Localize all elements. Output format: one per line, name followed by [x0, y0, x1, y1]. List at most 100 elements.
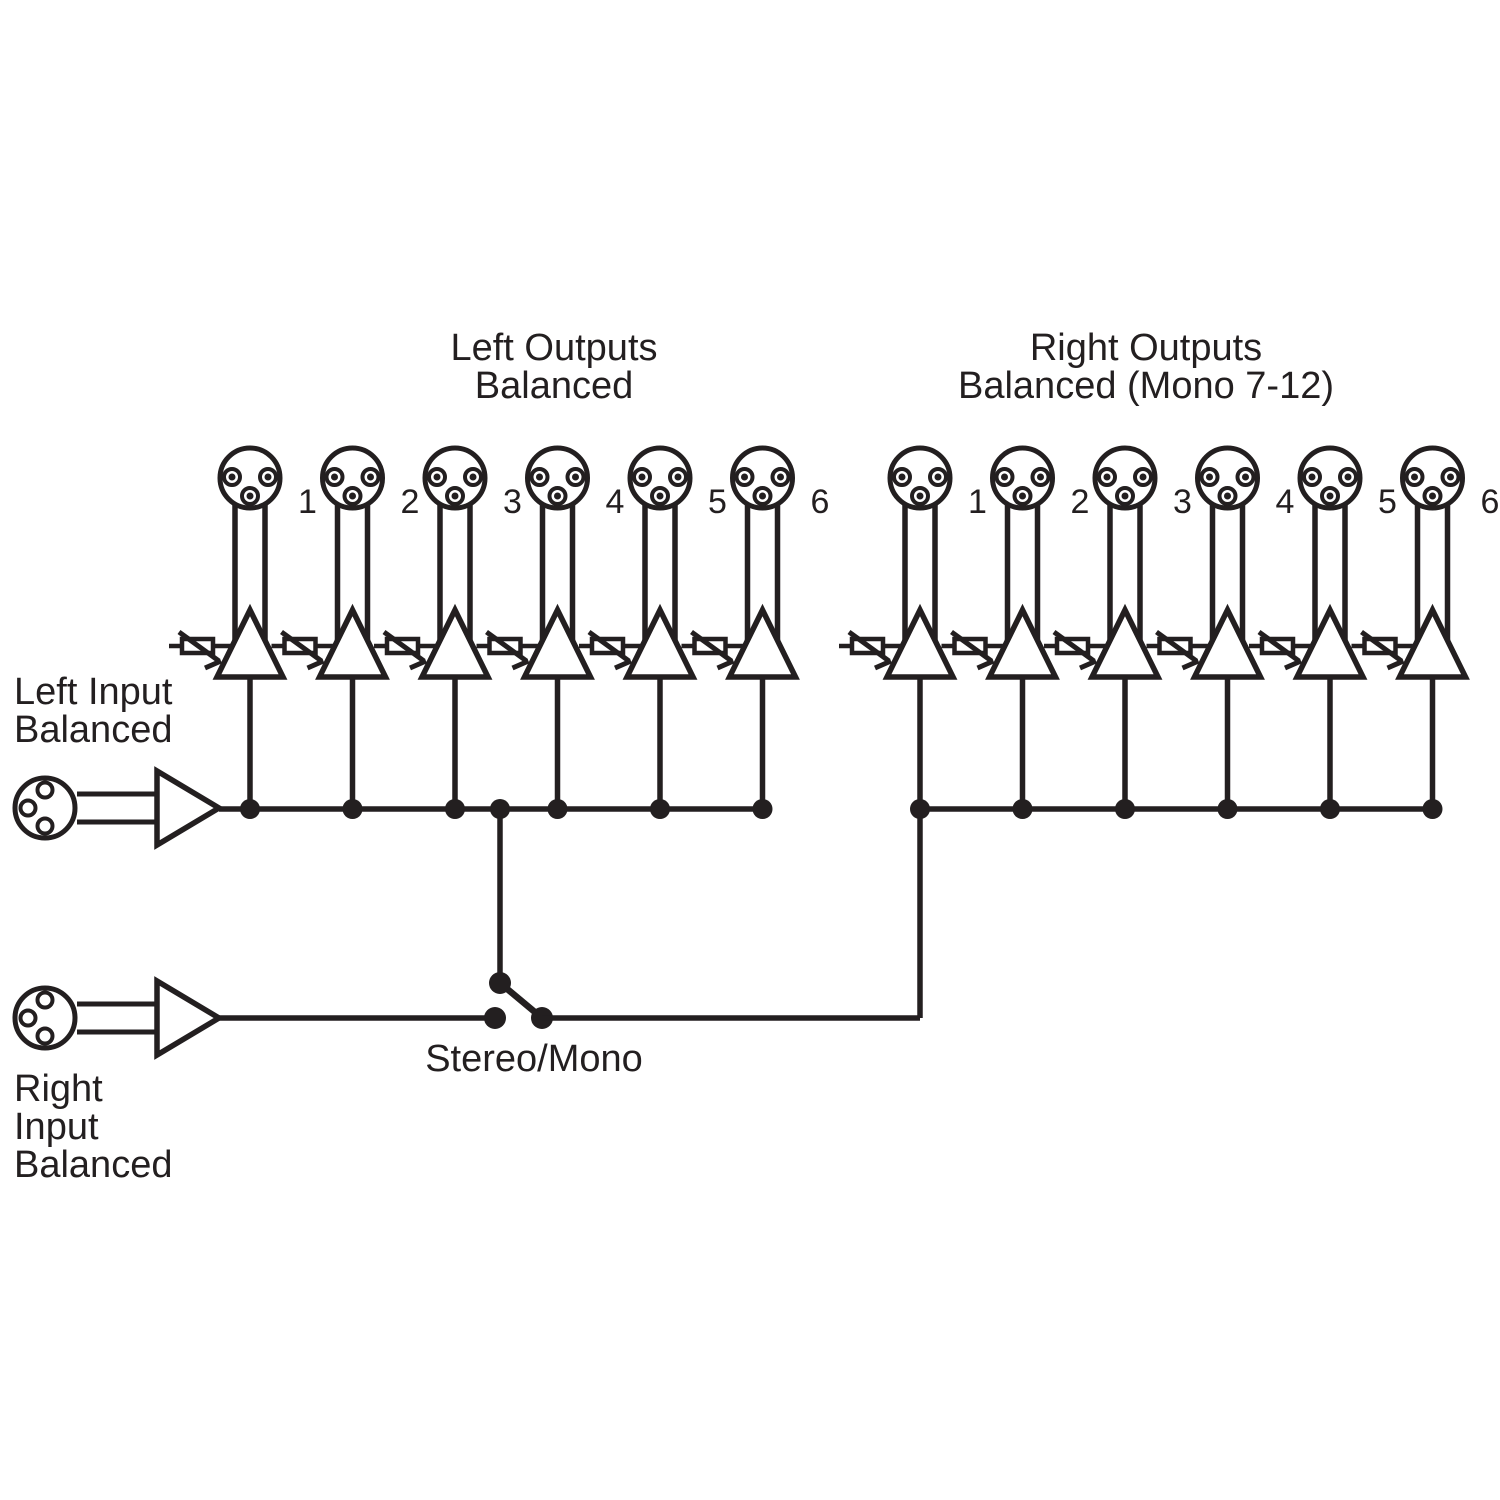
trimpot-foot: [306, 658, 325, 671]
xlr-shell: [1297, 445, 1363, 511]
wires-layer: [12, 766, 1433, 1060]
xlr-pin-tip: [1447, 473, 1454, 481]
trimpot-foot: [873, 658, 893, 671]
trimpot-foot: [1078, 658, 1098, 671]
xlr-pin-tip: [572, 473, 579, 481]
xlr-hole-icon: [35, 990, 55, 1010]
amplifier-triangle-icon: [725, 603, 800, 680]
xlr-pin-tip: [1206, 473, 1213, 481]
xlr-pin-tip: [367, 473, 374, 481]
xlr-pin-tip: [1242, 473, 1249, 481]
trim-pot-icon: [941, 629, 1004, 671]
bus-junction-dot: [910, 799, 930, 819]
amplifier-triangle-icon: [985, 603, 1060, 680]
xlr-pin-tip: [674, 473, 682, 481]
xlr-pin-tip: [1037, 473, 1044, 481]
left-output-channel-1: 1: [169, 445, 317, 819]
amplifier-triangle-icon: [882, 603, 958, 680]
xlr-male-connector-icon: [525, 445, 590, 511]
xlr-male-connector-icon: [730, 445, 795, 511]
xlr-shell: [422, 445, 488, 511]
trimpot-foot: [511, 658, 530, 671]
left-output-channel-3: 3: [374, 445, 522, 819]
amplifier-triangle-icon: [315, 603, 390, 680]
xlr-pin-tip: [264, 473, 272, 481]
left-output-number: 1: [298, 483, 317, 521]
xlr-pin-tip: [1224, 492, 1231, 500]
xlr-hole-icon: [35, 1026, 55, 1046]
right-output-channel-3: 3: [1044, 445, 1192, 819]
right-input-label-line2: Input: [14, 1106, 99, 1148]
xlr-female-connector-icon: [12, 775, 78, 841]
trimpot-foot: [613, 658, 633, 671]
bus-junction-dot: [547, 799, 568, 819]
trimpot-foot: [976, 658, 995, 671]
trimpot-diagonal: [950, 629, 993, 664]
xlr-pin-tip: [1411, 473, 1418, 481]
xlr-male-connector-icon: [627, 445, 693, 511]
bus-junction-dot: [1422, 799, 1443, 819]
right-input-label-line3: Balanced: [14, 1144, 172, 1186]
trim-pot-icon: [1044, 629, 1106, 671]
xlr-pin-tip: [246, 492, 254, 500]
amplifier-triangle-icon: [212, 603, 288, 680]
xlr-male-connector-icon: [422, 445, 488, 511]
xlr-shell: [627, 445, 693, 511]
xlr-pin-tip: [638, 473, 646, 481]
trimpot-diagonal: [690, 629, 733, 664]
xlr-shell: [990, 445, 1055, 511]
amplifier-triangle-icon: [622, 603, 698, 680]
amplifier-triangle-icon: [520, 603, 595, 680]
trim-pot-icon: [169, 629, 231, 671]
xlr-shell: [320, 445, 385, 511]
right-output-channel-2: 2: [941, 445, 1089, 819]
amplifier-triangle-icon: [417, 603, 493, 680]
xlr-hole-icon: [35, 816, 55, 836]
xlr-pin-tip: [1308, 473, 1316, 481]
trim-pot-icon: [271, 629, 334, 671]
stereo-mono-switch: [484, 799, 553, 1029]
bus-junction-dot: [1012, 799, 1033, 819]
right-input-group: [12, 976, 495, 1060]
trim-pot-icon: [1146, 629, 1209, 671]
trimpot-diagonal: [177, 629, 221, 664]
switch-common-contact-dot: [489, 972, 511, 994]
trim-pot-icon: [374, 629, 436, 671]
xlr-shell: [1400, 445, 1465, 511]
left-outputs-title-line2: Balanced: [475, 365, 633, 407]
left-bus-switch-junction-dot: [490, 799, 510, 819]
trimpot-diagonal: [587, 629, 631, 664]
left-output-channel-5: 5: [579, 445, 727, 819]
input-amplifier-triangle-icon: [154, 766, 225, 850]
xlr-pin-tip: [916, 492, 924, 500]
xlr-male-connector-icon: [887, 445, 953, 511]
xlr-pin-tip: [1344, 473, 1352, 481]
left-output-number: 6: [811, 483, 830, 521]
left-output-number: 4: [606, 483, 625, 521]
amplifier-triangle-icon: [1190, 603, 1265, 680]
xlr-pin-tip: [469, 473, 477, 481]
right-output-number: 6: [1481, 483, 1500, 521]
left-input-group: [12, 766, 225, 850]
bus-junction-dot: [445, 799, 465, 819]
xlr-pin-tip: [1139, 473, 1147, 481]
right-outputs-title-line2: Balanced (Mono 7-12): [958, 365, 1334, 407]
labels-layer: Left Outputs Balanced Right Outputs Bala…: [14, 327, 1334, 1186]
right-output-channel-6: 6: [1351, 445, 1500, 819]
trimpot-diagonal: [847, 629, 891, 664]
xlr-pin-tip: [1326, 492, 1334, 500]
xlr-pin-tip: [898, 473, 906, 481]
right-output-channel-5: 5: [1249, 445, 1397, 819]
xlr-pin-tip: [777, 473, 784, 481]
xlr-pin-tip: [433, 473, 441, 481]
xlr-shell: [730, 445, 795, 511]
bus-junction-dot: [752, 799, 773, 819]
xlr-pin-tip: [451, 492, 459, 500]
xlr-male-connector-icon: [1400, 445, 1465, 511]
xlr-male-connector-icon: [217, 445, 283, 511]
left-output-number: 2: [401, 483, 420, 521]
xlr-male-connector-icon: [1297, 445, 1363, 511]
switch-stereo-contact-dot: [484, 1007, 506, 1029]
xlr-hole-icon: [35, 780, 55, 800]
